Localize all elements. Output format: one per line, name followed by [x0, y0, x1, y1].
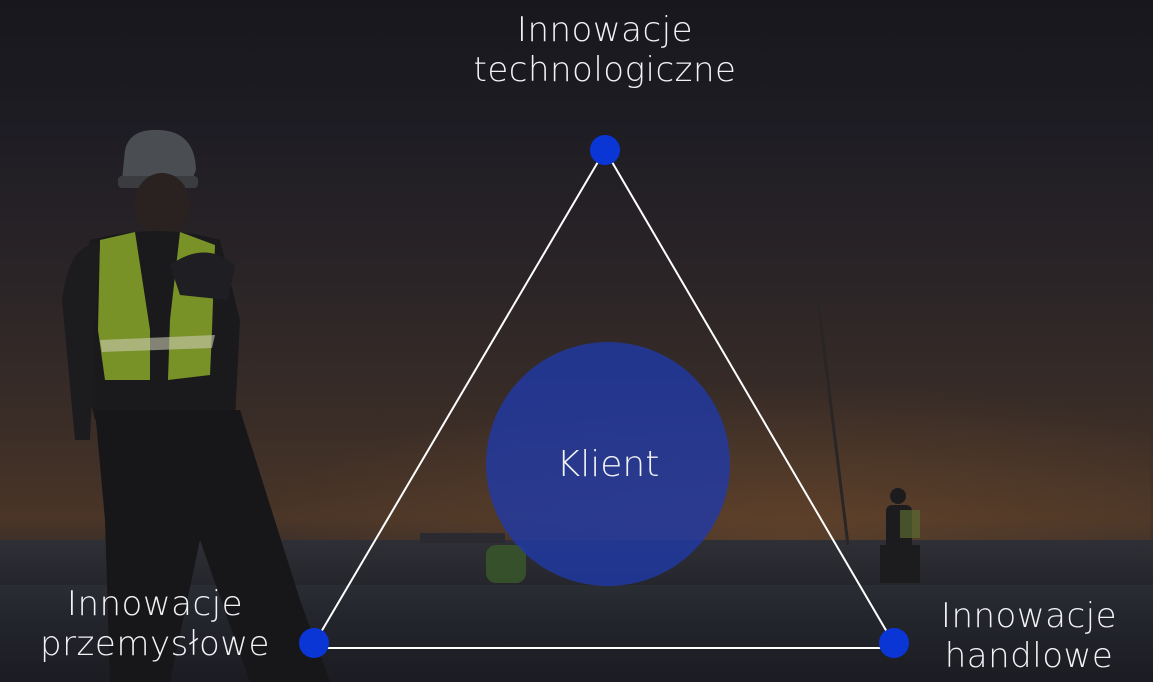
client-circle: Klient — [486, 342, 730, 586]
antenna-pole — [816, 299, 850, 546]
label-right-line1: Innowacje — [940, 596, 1118, 636]
distant-vest — [900, 510, 920, 538]
label-top-line1: Innowacje — [516, 10, 694, 50]
label-right-line2: handlowe — [944, 636, 1114, 676]
client-label: Klient — [556, 443, 660, 485]
edge-top-right — [604, 149, 895, 645]
label-top-line2: technologiczne — [473, 50, 737, 90]
distant-worker-center — [486, 545, 526, 583]
distant-worker-right — [880, 488, 920, 583]
label-industrial-innovation: Innowacje przemysłowe — [0, 584, 310, 664]
label-left-line1: Innowacje — [66, 584, 244, 624]
label-technological-innovation: Innowacje technologiczne — [430, 10, 780, 90]
label-commercial-innovation: Innowacje handlowe — [905, 596, 1153, 676]
edge-top-left — [313, 149, 606, 645]
label-left-line2: przemysłowe — [40, 624, 270, 664]
rooftop-ground — [0, 585, 1153, 682]
worker-silhouette — [62, 129, 330, 682]
distant-structure — [420, 533, 505, 543]
